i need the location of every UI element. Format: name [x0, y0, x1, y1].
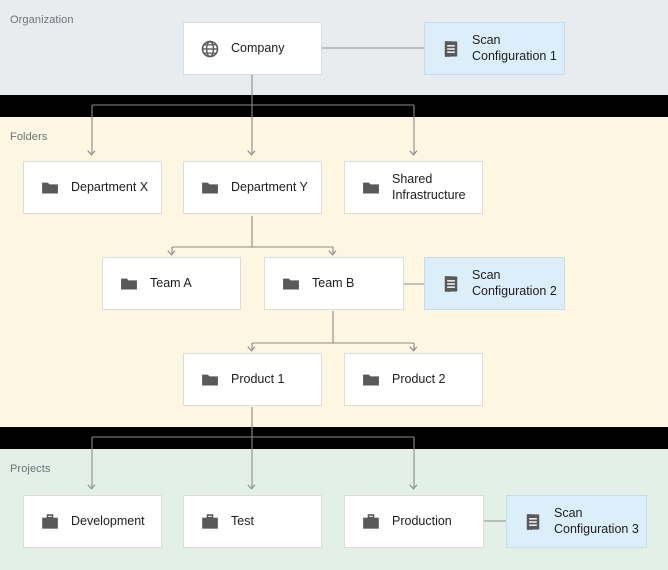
node-team-b[interactable]: Team B [264, 257, 404, 310]
node-label: Test [231, 513, 254, 528]
folder-icon [42, 182, 58, 193]
node-label: Team B [312, 275, 355, 290]
folder-icon [363, 374, 379, 385]
band-label-projects: Projects [10, 463, 51, 475]
node-label: Product 1 [231, 371, 285, 386]
node-shared-infrastructure[interactable]: Shared Infrastructure [344, 161, 483, 214]
scan-config-icon [444, 275, 458, 292]
briefcase-icon [42, 513, 58, 529]
node-label: Scan Configuration 1 [472, 32, 557, 63]
folder-icon [202, 374, 218, 385]
node-team-a[interactable]: Team A [102, 257, 241, 310]
node-label: Company [231, 40, 285, 55]
node-scan-config-1[interactable]: Scan Configuration 1 [424, 22, 565, 75]
node-scan-config-2[interactable]: Scan Configuration 2 [424, 257, 565, 310]
node-department-x[interactable]: Department X [23, 161, 162, 214]
node-company[interactable]: Company [183, 22, 322, 75]
node-label: Product 2 [392, 371, 446, 386]
band-divider-top [0, 95, 668, 117]
node-label: Scan Configuration 2 [472, 267, 557, 298]
node-label: Shared Infrastructure [392, 171, 466, 202]
node-label: Team A [150, 275, 192, 290]
node-label: Scan Configuration 3 [554, 505, 639, 536]
node-label: Department X [71, 179, 149, 194]
briefcase-icon [202, 513, 218, 529]
node-production[interactable]: Production [344, 495, 484, 548]
scan-config-icon [526, 513, 540, 530]
node-development[interactable]: Development [23, 495, 162, 548]
node-product-1[interactable]: Product 1 [183, 353, 322, 406]
band-organization [0, 0, 668, 95]
node-scan-config-3[interactable]: Scan Configuration 3 [506, 495, 647, 548]
folder-icon [121, 278, 137, 289]
briefcase-icon [363, 513, 379, 529]
folder-icon [363, 182, 379, 193]
folder-icon [202, 182, 218, 193]
node-label: Production [392, 513, 452, 528]
node-department-y[interactable]: Department Y [183, 161, 322, 214]
node-test[interactable]: Test [183, 495, 322, 548]
node-product-2[interactable]: Product 2 [344, 353, 483, 406]
band-divider-bottom [0, 427, 668, 449]
node-label: Development [71, 513, 145, 528]
node-label: Department Y [231, 179, 308, 194]
band-label-organization: Organization [10, 14, 74, 26]
folder-icon [283, 278, 299, 289]
band-label-folders: Folders [10, 131, 48, 143]
globe-icon [201, 40, 219, 57]
scan-config-icon [444, 40, 458, 57]
